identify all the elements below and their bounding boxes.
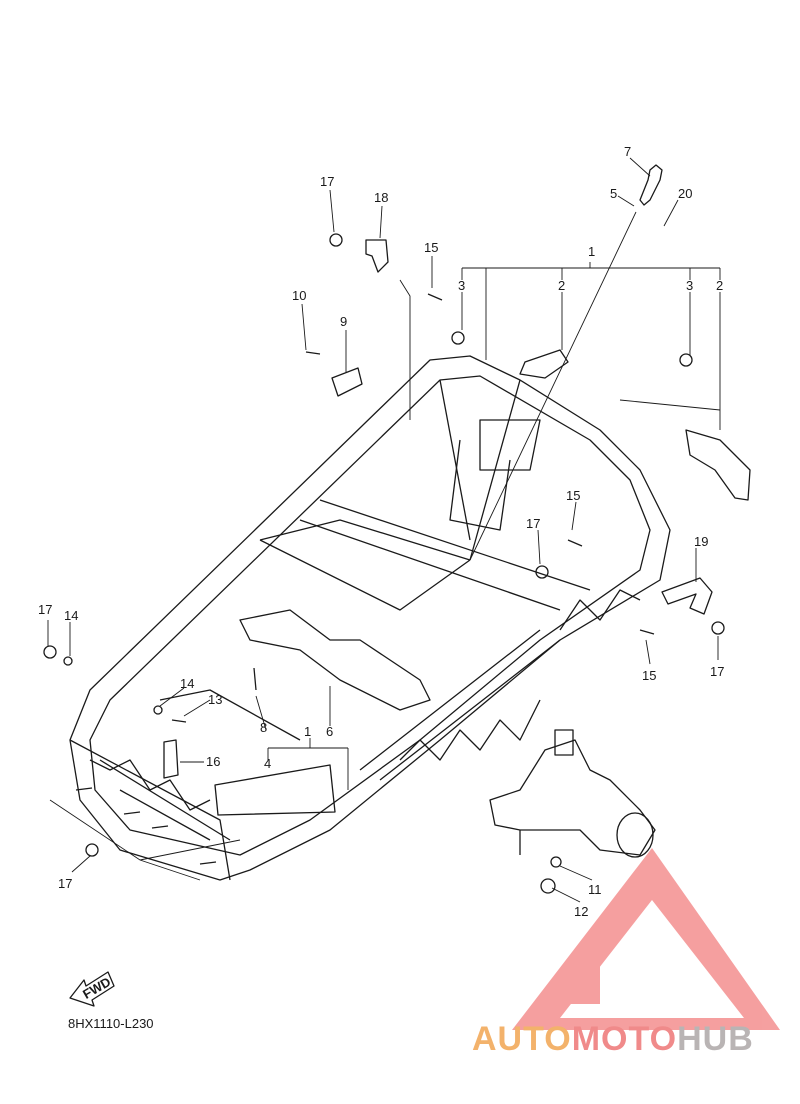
watermark-moto: MOTO xyxy=(571,1020,678,1058)
callout-10: 10 xyxy=(292,288,306,303)
leader-lines xyxy=(47,157,721,903)
callout-15c: 15 xyxy=(642,668,656,683)
power-steering-unit xyxy=(489,729,656,858)
callout-12: 12 xyxy=(574,904,588,919)
bracket-2-icon xyxy=(519,349,569,379)
frame-body xyxy=(69,355,671,881)
callout-3a: 3 xyxy=(458,278,465,293)
watermark-text: AUTOMOTOHUB xyxy=(472,1020,754,1059)
screw-icon xyxy=(75,293,655,865)
watermark-hub: HUB xyxy=(677,1020,754,1058)
callout-14a: 14 xyxy=(64,608,78,623)
callout-14b: 14 xyxy=(180,676,194,691)
callout-9: 9 xyxy=(340,314,347,329)
callout-13: 13 xyxy=(208,692,222,707)
callout-1b: 1 xyxy=(304,724,311,739)
bolt-icon xyxy=(639,164,663,206)
callout-7: 7 xyxy=(624,144,631,159)
fwd-arrow-icon xyxy=(69,971,115,1007)
diagram-code: 8HX1110-L230 xyxy=(68,1016,154,1031)
callout-4: 4 xyxy=(264,756,271,771)
callout-20: 20 xyxy=(678,186,692,201)
callout-5: 5 xyxy=(610,186,617,201)
callout-labels: 1 1 2 2 3 3 4 5 6 7 8 9 10 11 12 13 14 1… xyxy=(38,144,724,1002)
plate-9-icon xyxy=(331,367,363,397)
clip-18-icon xyxy=(365,239,389,273)
callout-11: 11 xyxy=(588,882,602,897)
callout-3b: 3 xyxy=(686,278,693,293)
callout-15a: 15 xyxy=(424,240,438,255)
washer-icon xyxy=(63,656,562,868)
callout-2b: 2 xyxy=(716,278,723,293)
watermark-auto: AUTO xyxy=(472,1020,572,1058)
callout-6: 6 xyxy=(326,724,333,739)
callout-18: 18 xyxy=(374,190,388,205)
nut-icon xyxy=(43,233,725,894)
callout-8: 8 xyxy=(260,720,267,735)
watermark-logo-icon xyxy=(512,848,780,1030)
callout-17e: 17 xyxy=(58,876,72,891)
callout-17d: 17 xyxy=(710,664,724,679)
tab-16-icon xyxy=(163,739,179,779)
callout-15b: 15 xyxy=(566,488,580,503)
pad-icon xyxy=(685,429,751,501)
callout-2a: 2 xyxy=(558,278,565,293)
strap-19-icon xyxy=(661,577,713,615)
callout-17a: 17 xyxy=(320,174,334,189)
callout-17c: 17 xyxy=(38,602,52,617)
callout-19: 19 xyxy=(694,534,708,549)
callout-17b: 17 xyxy=(526,516,540,531)
callout-1a: 1 xyxy=(588,244,595,259)
callout-16: 16 xyxy=(206,754,220,769)
